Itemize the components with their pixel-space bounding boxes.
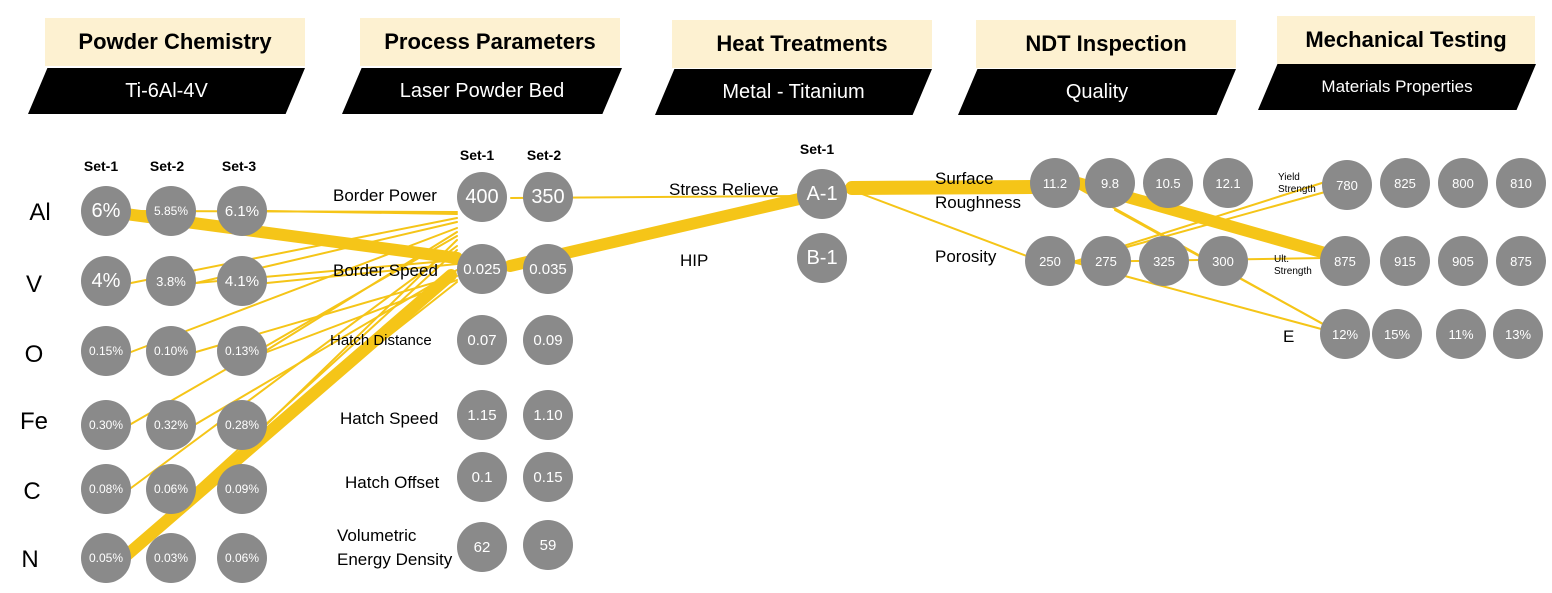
band-powder-chemistry: Ti-6Al-4V [28, 68, 305, 114]
ndt-label-surface-roughness: Surface Roughness [935, 169, 1022, 212]
connection-line [266, 210, 458, 215]
process-node[interactable]: 0.1 [457, 452, 507, 502]
heat-node[interactable]: B-1 [797, 233, 847, 283]
process-node[interactable]: 0.035 [523, 244, 573, 294]
chem-node[interactable]: 0.28% [217, 400, 267, 450]
chem-set-label-3: Set-3 [221, 158, 257, 174]
ndt-node[interactable]: 325 [1139, 236, 1189, 286]
process-node[interactable]: 0.15 [523, 452, 573, 502]
mech-node[interactable]: 780 [1322, 160, 1372, 210]
mech-node[interactable]: 11% [1436, 309, 1486, 359]
ndt-node[interactable]: 12.1 [1203, 158, 1253, 208]
element-label-al: Al [29, 199, 51, 226]
chem-node[interactable]: 0.06% [146, 464, 196, 514]
chem-node[interactable]: 0.15% [81, 326, 131, 376]
mech-node[interactable]: 15% [1372, 309, 1422, 359]
chem-node[interactable]: 0.30% [81, 400, 131, 450]
ndt-node[interactable]: 275 [1081, 236, 1131, 286]
heat-node[interactable]: A-1 [797, 169, 847, 219]
mech-node[interactable]: 13% [1493, 309, 1543, 359]
process-set-label-2: Set-2 [526, 147, 562, 163]
process-node[interactable]: 62 [457, 522, 507, 572]
chem-node[interactable]: 6% [81, 186, 131, 236]
chem-node[interactable]: 0.06% [217, 533, 267, 583]
ndt-node[interactable]: 9.8 [1085, 158, 1135, 208]
mech-node[interactable]: 875 [1320, 236, 1370, 286]
process-node[interactable]: 350 [523, 172, 573, 222]
heat-label-stress-relieve: Stress Relieve [669, 180, 779, 199]
mech-node[interactable]: 810 [1496, 158, 1546, 208]
band-heat-treatments: Metal - Titanium [655, 69, 932, 115]
chem-node[interactable]: 0.09% [217, 464, 267, 514]
param-label-hatch-offset: Hatch Offset [345, 473, 440, 492]
process-node[interactable]: 1.10 [523, 390, 573, 440]
param-label-hatch-distance: Hatch Distance [330, 332, 432, 349]
chem-node[interactable]: 6.1% [217, 186, 267, 236]
ndt-node[interactable]: 300 [1198, 236, 1248, 286]
connection-line [845, 180, 1040, 195]
mech-node[interactable]: 915 [1380, 236, 1430, 286]
element-label-c: C [23, 478, 41, 505]
chem-node[interactable]: 0.10% [146, 326, 196, 376]
chem-node[interactable]: 3.8% [146, 256, 196, 306]
process-node[interactable]: 59 [523, 520, 573, 570]
chem-set-label-1: Set-1 [83, 158, 119, 174]
chem-node[interactable]: 0.03% [146, 533, 196, 583]
connection-line [130, 235, 458, 425]
ndt-node[interactable]: 10.5 [1143, 158, 1193, 208]
chem-set-label-2: Set-2 [149, 158, 185, 174]
chem-node[interactable]: 0.32% [146, 400, 196, 450]
band-process-parameters: Laser Powder Bed [342, 68, 622, 114]
mech-node[interactable]: 875 [1496, 236, 1546, 286]
header-process-parameters: Process Parameters [360, 18, 620, 66]
mech-label-yield-strength: Yield Strength [1278, 172, 1316, 195]
param-label-border-speed: Border Speed [333, 261, 438, 280]
mech-node[interactable]: 12% [1320, 309, 1370, 359]
ndt-label-porosity: Porosity [935, 247, 997, 266]
process-node[interactable]: 0.07 [457, 315, 507, 365]
param-label-border-power: Border Power [333, 186, 437, 205]
header-powder-chemistry: Powder Chemistry [45, 18, 305, 66]
process-node[interactable]: 0.09 [523, 315, 573, 365]
heat-label-hip: HIP [680, 251, 709, 270]
chem-node[interactable]: 0.08% [81, 464, 131, 514]
chem-node[interactable]: 4% [81, 256, 131, 306]
ndt-node[interactable]: 250 [1025, 236, 1075, 286]
connection-line [861, 193, 1033, 259]
element-label-n: N [21, 546, 39, 573]
heat-set-label-1: Set-1 [799, 141, 835, 157]
header-ndt-inspection: NDT Inspection [976, 20, 1236, 68]
mech-label-ult-strength: Ult. Strength [1274, 254, 1312, 277]
mech-label-e: E [1283, 327, 1295, 346]
process-set-label-1: Set-1 [459, 147, 495, 163]
chem-node[interactable]: 5.85% [146, 186, 196, 236]
band-ndt-inspection: Quality [958, 69, 1236, 115]
param-label-volumetric-energy-density: Volumetric Energy Density [337, 526, 453, 569]
chem-node[interactable]: 0.05% [81, 533, 131, 583]
ndt-node[interactable]: 11.2 [1030, 158, 1080, 208]
param-label-hatch-speed: Hatch Speed [340, 409, 439, 428]
process-node[interactable]: 400 [457, 172, 507, 222]
mech-node[interactable]: 800 [1438, 158, 1488, 208]
process-node[interactable]: 1.15 [457, 390, 507, 440]
header-mechanical-testing: Mechanical Testing [1277, 16, 1535, 64]
header-heat-treatments: Heat Treatments [672, 20, 932, 68]
band-mechanical-testing: Materials Properties [1258, 64, 1536, 110]
chem-node[interactable]: 4.1% [217, 256, 267, 306]
mech-node[interactable]: 825 [1380, 158, 1430, 208]
element-label-v: V [25, 271, 42, 298]
mech-node[interactable]: 905 [1438, 236, 1488, 286]
process-node[interactable]: 0.025 [457, 244, 507, 294]
element-label-o: O [24, 341, 44, 368]
connection-line [266, 263, 458, 284]
chem-node[interactable]: 0.13% [217, 326, 267, 376]
element-label-fe: Fe [19, 408, 48, 435]
